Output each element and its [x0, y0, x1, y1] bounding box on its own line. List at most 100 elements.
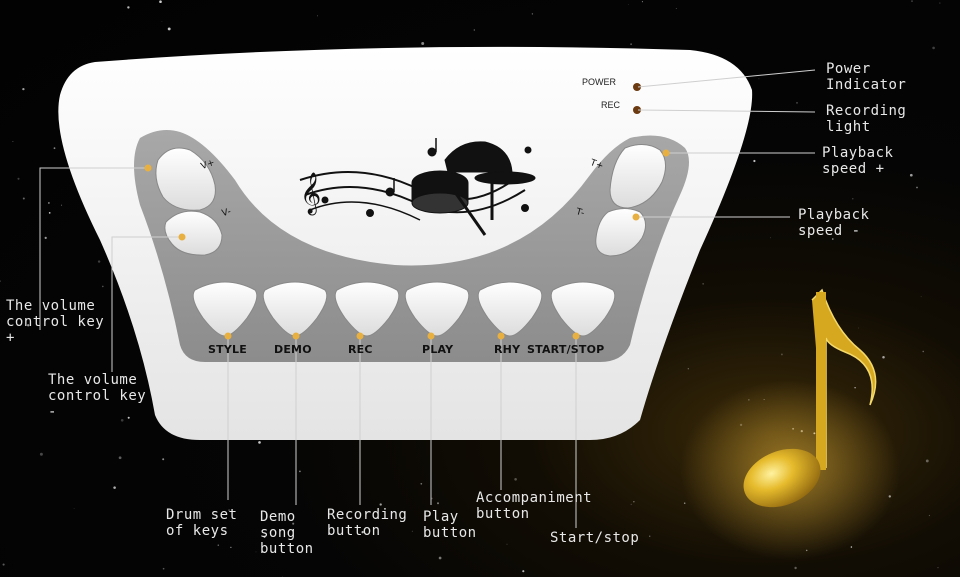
- tempo-up-key[interactable]: [609, 144, 666, 209]
- star: [228, 509, 230, 511]
- star: [167, 27, 171, 31]
- star: [939, 2, 941, 4]
- star: [230, 546, 232, 548]
- star: [97, 260, 101, 263]
- star: [411, 530, 413, 532]
- star: [113, 486, 116, 489]
- star: [911, 0, 913, 2]
- callout-volume-minus: The volume control key -: [48, 372, 147, 420]
- star: [909, 173, 913, 177]
- rec-button[interactable]: [334, 281, 400, 337]
- star: [17, 177, 20, 180]
- star: [854, 386, 856, 389]
- callout-demo-song: Demo song button: [260, 509, 314, 557]
- star: [317, 15, 318, 17]
- star: [217, 544, 220, 546]
- startstop-label: START/STOP: [527, 343, 605, 356]
- star: [514, 477, 517, 481]
- callout-play-button: Play button: [423, 509, 477, 541]
- star: [796, 102, 798, 104]
- star: [683, 502, 686, 504]
- star: [522, 570, 525, 573]
- power-led: [633, 83, 641, 91]
- star: [920, 296, 922, 298]
- drum-music-logo: 𝄞: [299, 138, 536, 236]
- star: [852, 198, 854, 200]
- star: [850, 546, 853, 548]
- star: [937, 566, 939, 569]
- star: [641, 1, 643, 3]
- star: [649, 535, 651, 537]
- callout-volume-plus: The volume control key +: [6, 298, 105, 346]
- play-button[interactable]: [404, 281, 470, 337]
- star: [120, 418, 124, 422]
- tempo-down-key[interactable]: [595, 208, 646, 257]
- star: [361, 531, 364, 534]
- callout-power-indicator: Power Indicator: [826, 61, 907, 93]
- star: [2, 563, 5, 566]
- star: [60, 204, 63, 206]
- star: [506, 543, 508, 545]
- star: [421, 42, 425, 45]
- star: [22, 87, 25, 91]
- callout-recording-light: Recording light: [826, 103, 907, 135]
- star: [925, 459, 929, 463]
- star: [39, 452, 43, 456]
- star: [159, 0, 162, 4]
- star: [420, 482, 423, 485]
- star: [531, 13, 534, 15]
- star: [299, 470, 301, 473]
- style-label: STYLE: [208, 343, 247, 356]
- startstop-button[interactable]: [550, 281, 616, 337]
- star: [770, 237, 771, 239]
- star: [73, 508, 75, 509]
- star: [702, 283, 704, 285]
- rec-label: REC: [348, 343, 373, 356]
- star: [27, 324, 30, 327]
- rhy-button[interactable]: [477, 281, 543, 337]
- star: [633, 501, 635, 503]
- power-indicator-label: POWER: [582, 77, 617, 87]
- star: [882, 356, 885, 359]
- star: [630, 43, 632, 46]
- star: [675, 7, 677, 9]
- callout-start-stop: Start/stop: [550, 530, 640, 546]
- demo-button[interactable]: [262, 281, 328, 337]
- star: [258, 441, 261, 444]
- star: [437, 502, 439, 505]
- play-label: PLAY: [422, 343, 454, 356]
- rec-indicator-label: REC: [601, 100, 621, 110]
- star: [263, 535, 266, 538]
- star: [780, 353, 783, 356]
- star: [44, 236, 47, 240]
- demo-label: DEMO: [274, 343, 312, 356]
- volume-up-key[interactable]: [155, 147, 216, 211]
- rhy-label: RHY: [494, 343, 521, 356]
- star: [12, 141, 14, 143]
- star: [162, 567, 165, 570]
- star: [162, 458, 165, 461]
- star: [438, 556, 442, 560]
- callout-playback-speed-plus: Playback speed +: [822, 145, 894, 177]
- star: [118, 456, 122, 460]
- golden-music-note-icon: [680, 288, 900, 560]
- star: [794, 566, 797, 570]
- star: [473, 29, 475, 31]
- star: [932, 46, 935, 50]
- star: [916, 186, 918, 189]
- callout-playback-speed-minus: Playback speed -: [798, 207, 870, 239]
- star: [127, 416, 130, 419]
- star: [687, 368, 689, 370]
- star: [627, 4, 629, 5]
- star: [161, 21, 163, 22]
- star: [753, 159, 756, 163]
- star: [832, 238, 834, 240]
- star: [928, 514, 930, 517]
- star: [102, 285, 104, 288]
- star: [922, 350, 924, 353]
- style-button[interactable]: [192, 281, 258, 337]
- star: [127, 6, 130, 9]
- star: [379, 503, 382, 506]
- volume-down-key[interactable]: [164, 210, 223, 256]
